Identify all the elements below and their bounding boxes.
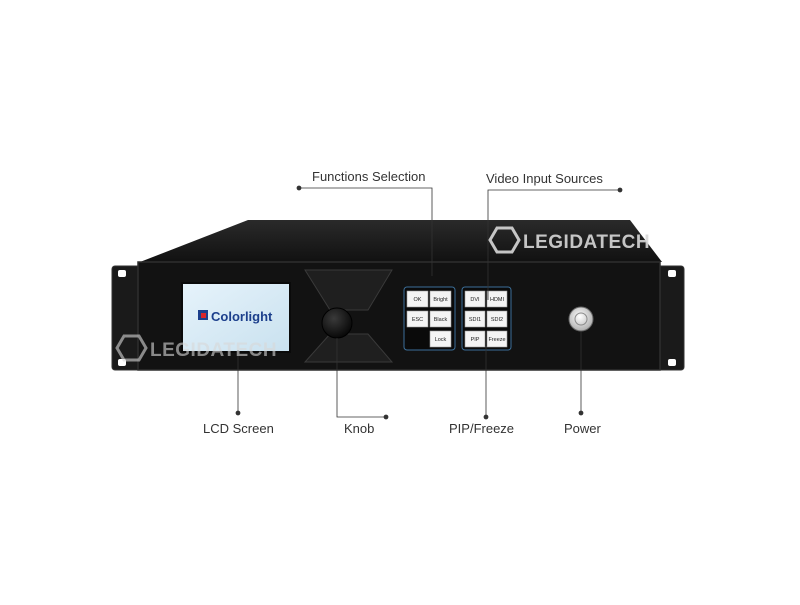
- callout-lines: [235, 185, 623, 420]
- freeze-button-label: Freeze: [488, 337, 505, 343]
- sdi1-button[interactable]: SDI1: [464, 310, 486, 328]
- callout-knob: Knob: [344, 421, 375, 436]
- sdi1-button-label: SDI1: [469, 317, 481, 323]
- callout-lcd-screen: LCD Screen: [203, 421, 274, 436]
- callout-functions-selection: Functions Selection: [312, 169, 426, 184]
- power-button[interactable]: [568, 306, 594, 332]
- legidatech-logo-icon: [488, 226, 521, 254]
- lcd-screen: Colorlight: [181, 282, 291, 353]
- freeze-button[interactable]: Freeze: [486, 330, 508, 348]
- callout-pip-freeze: PIP/Freeze: [449, 421, 515, 436]
- bright-button-label: Bright: [433, 297, 448, 303]
- lock-button-label: Lock: [435, 337, 447, 343]
- lcd-brand: Colorlight: [211, 309, 273, 324]
- knob-bezel: [303, 269, 394, 363]
- esc-button[interactable]: ESC: [406, 310, 429, 328]
- hdmi-button[interactable]: HDMI: [486, 290, 508, 308]
- callout-power: Power: [564, 421, 601, 436]
- watermark-bottom: LEGIDATECH: [115, 334, 277, 362]
- sdi2-button-label: SDI2: [491, 317, 503, 323]
- bright-button[interactable]: Bright: [429, 290, 452, 308]
- pip-button[interactable]: PIP: [464, 330, 486, 348]
- dvi-button[interactable]: DVI: [464, 290, 486, 308]
- input-buttons-group: DVI HDMI SDI1 SDI2 PIP Freeze: [461, 286, 512, 351]
- pip-button-label: PIP: [471, 337, 480, 343]
- ok-button[interactable]: OK: [406, 290, 429, 308]
- sdi2-button[interactable]: SDI2: [486, 310, 508, 328]
- chassis-top: [140, 220, 662, 262]
- callout-video-input-sources: Video Input Sources: [486, 171, 603, 186]
- black-button[interactable]: Black: [429, 310, 452, 328]
- hdmi-button-label: HDMI: [490, 297, 505, 303]
- lock-button[interactable]: Lock: [429, 330, 452, 348]
- esc-button-label: ESC: [412, 317, 423, 323]
- function-buttons-group: OK Bright ESC Black Lock: [403, 286, 456, 351]
- watermark-text-bottom: LEGIDATECH: [150, 340, 277, 361]
- black-button-label: Black: [434, 317, 448, 323]
- dvi-button-label: DVI: [470, 297, 480, 303]
- knob[interactable]: [321, 307, 353, 339]
- legidatech-logo-icon: [115, 334, 148, 362]
- colorlight-logo-icon: [198, 310, 208, 320]
- watermark-top: LEGIDATECH: [488, 226, 650, 254]
- ok-button-label: OK: [414, 297, 422, 303]
- watermark-text-top: LEGIDATECH: [523, 232, 650, 253]
